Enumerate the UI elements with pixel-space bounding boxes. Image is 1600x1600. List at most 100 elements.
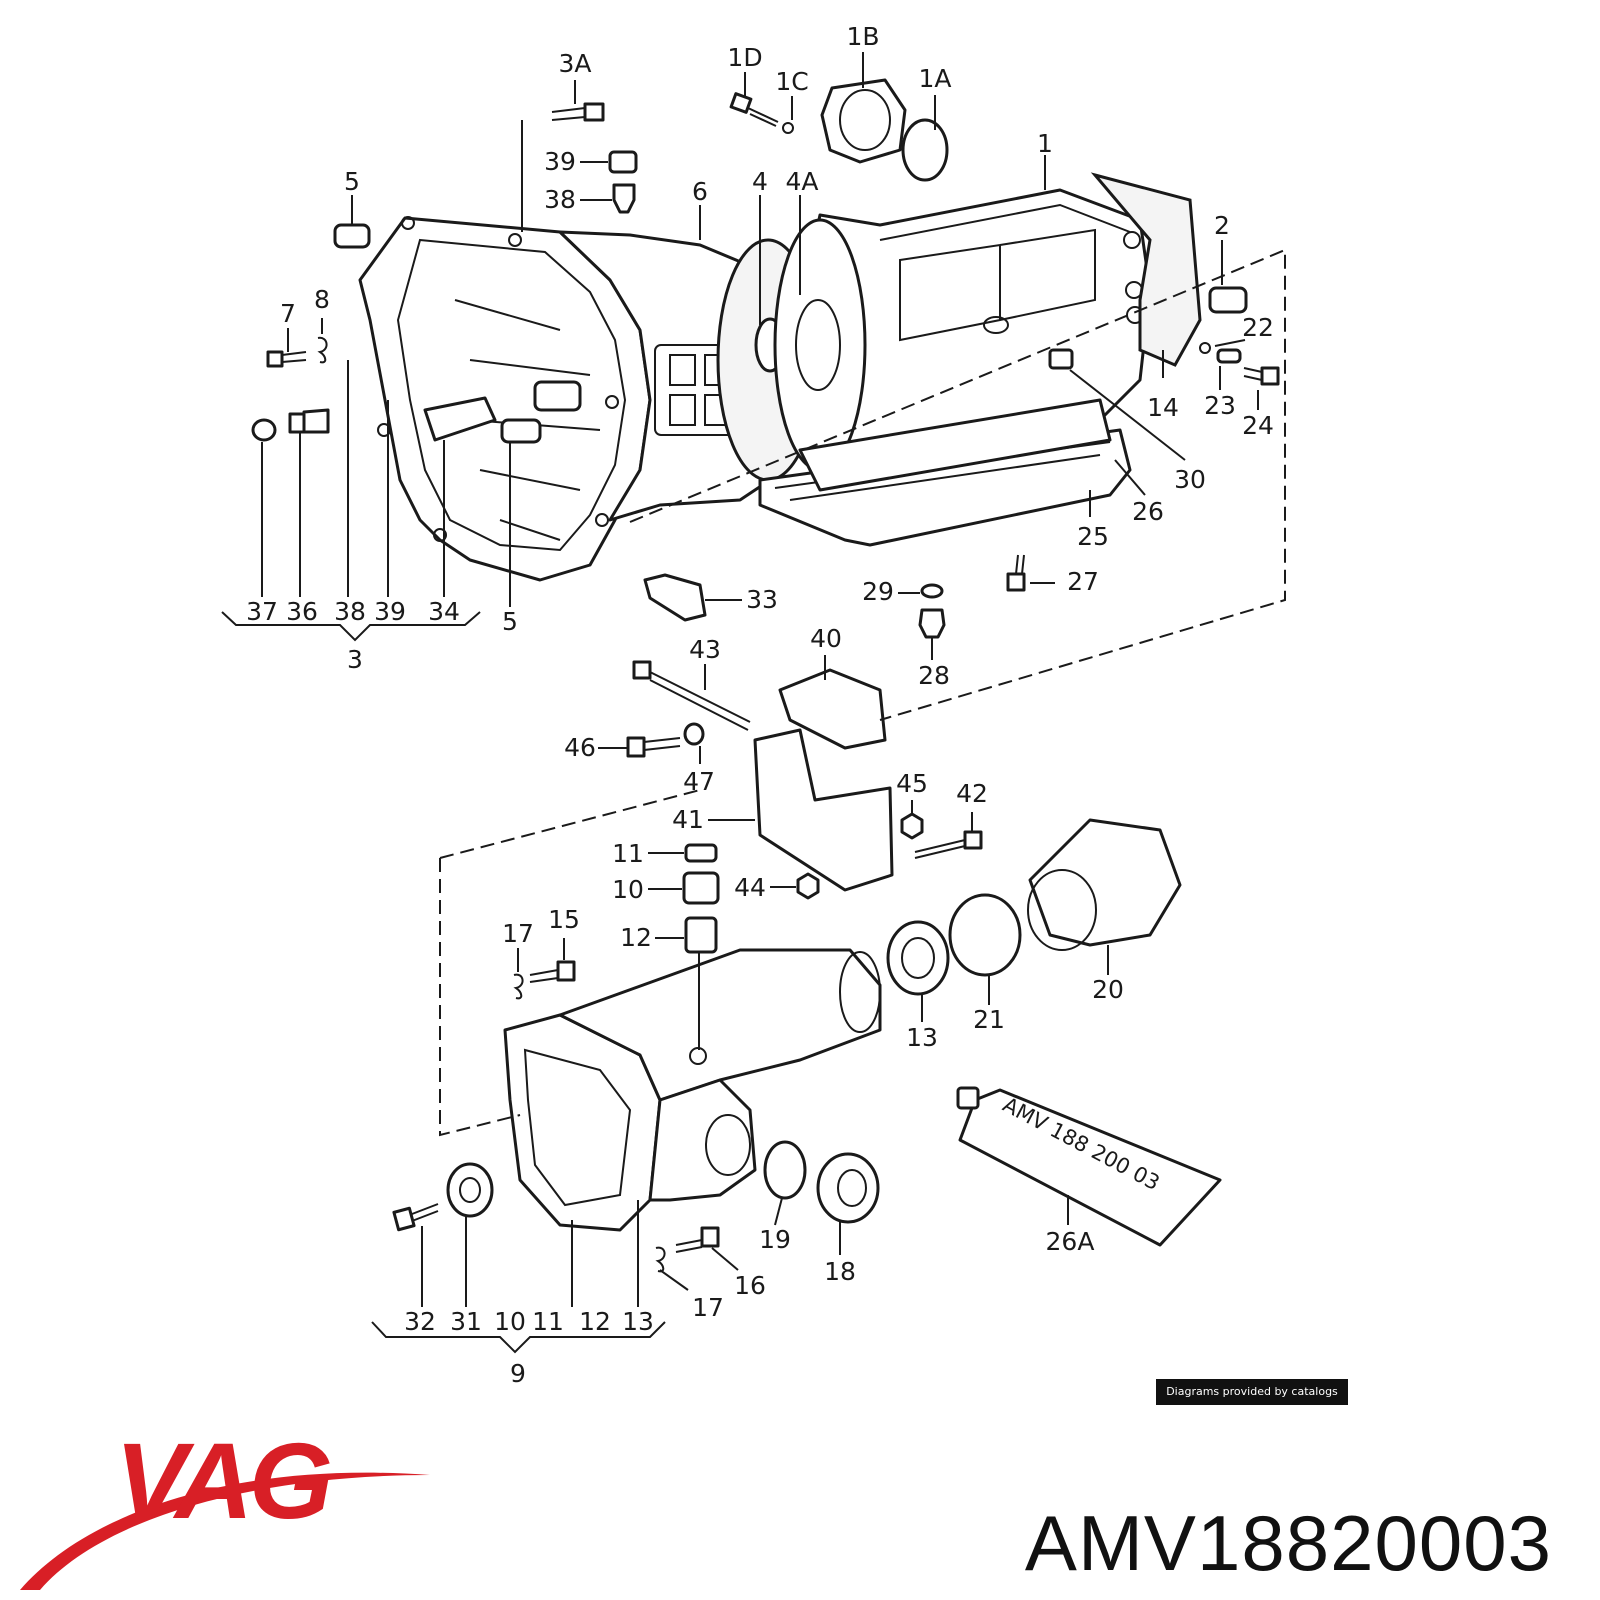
bolt-1D [729, 92, 779, 127]
label-2: 2 [1214, 211, 1230, 240]
clip-17-top [513, 973, 524, 1000]
label-34: 34 [428, 597, 460, 626]
bolt-43 [632, 660, 751, 731]
label-44: 44 [734, 873, 766, 902]
outline-upper [629, 248, 1286, 721]
o-ring-19 [763, 1140, 807, 1200]
transmission-case [773, 188, 1152, 472]
cap-37 [251, 418, 277, 442]
logo-text: VAG [115, 1420, 330, 1541]
sleeve-5-top [333, 223, 371, 249]
bush-10 [682, 871, 720, 905]
side-gasket-14 [1090, 172, 1202, 367]
label-3: 3 [347, 645, 363, 674]
extension-housing [503, 948, 882, 1232]
bush-11 [684, 843, 718, 863]
label-16: 16 [734, 1271, 766, 1300]
bolt-7 [266, 350, 307, 368]
label-1D: 1D [727, 43, 762, 72]
label-10-bottom: 10 [494, 1307, 526, 1336]
flange-18 [816, 1152, 880, 1224]
label-4: 4 [752, 167, 768, 196]
label-45: 45 [896, 769, 928, 798]
label-41: 41 [672, 805, 704, 834]
washer-47 [683, 722, 705, 746]
clip-17-bottom [655, 1246, 666, 1273]
sleeve-2 [1208, 286, 1248, 314]
label-39-top: 39 [544, 147, 576, 176]
housing-body [558, 230, 772, 522]
bolt-16 [675, 1226, 720, 1253]
label-12-top: 12 [620, 923, 652, 952]
washer-1C [782, 122, 794, 134]
plug-36 [288, 408, 330, 434]
nut-44 [796, 872, 820, 900]
label-17-bottom: 17 [692, 1293, 724, 1322]
label-10-top: 10 [612, 875, 644, 904]
part-number: AMV18820003 [1024, 1499, 1552, 1587]
label-39-bottom: 39 [374, 597, 406, 626]
label-47: 47 [683, 767, 715, 796]
label-4A: 4A [785, 167, 818, 196]
label-40: 40 [810, 624, 842, 653]
leader-lines [221, 52, 1259, 1354]
o-ring-1A [901, 118, 949, 182]
label-3A: 3A [558, 49, 591, 78]
label-5-bottom: 5 [502, 607, 518, 636]
bolt-46 [626, 736, 681, 758]
bearing-31 [446, 1162, 494, 1218]
sleeve-5-low [500, 418, 542, 444]
grease-tube-26A [956, 1086, 1222, 1247]
oil-pan [758, 398, 1132, 547]
label-36: 36 [286, 597, 318, 626]
bolt-42 [914, 830, 983, 859]
label-18: 18 [824, 1257, 856, 1286]
cap-39 [608, 150, 638, 174]
label-21: 21 [973, 1005, 1005, 1034]
label-1A: 1A [918, 64, 951, 93]
label-38-top: 38 [544, 185, 576, 214]
bolt-3A [551, 102, 605, 122]
label-19: 19 [759, 1225, 791, 1254]
label-30: 30 [1174, 465, 1206, 494]
logo-swoosh [20, 1472, 430, 1590]
seal-13 [886, 920, 950, 996]
label-31: 31 [450, 1307, 482, 1336]
label-37: 37 [246, 597, 278, 626]
label-23: 23 [1204, 391, 1236, 420]
clamp-21 [948, 893, 1022, 977]
label-13-top: 13 [906, 1023, 938, 1052]
sleeve-34 [423, 396, 497, 442]
label-12-bottom: 12 [579, 1307, 611, 1336]
label-1: 1 [1037, 129, 1053, 158]
label-7: 7 [280, 299, 296, 328]
boot-20 [1027, 818, 1182, 951]
label-24: 24 [1242, 411, 1274, 440]
label-26: 26 [1132, 497, 1164, 526]
label-43: 43 [689, 635, 721, 664]
washer-22 [1199, 342, 1211, 354]
sensor-33 [643, 573, 707, 622]
spring-23 [1216, 348, 1242, 364]
label-29: 29 [862, 577, 894, 606]
label-5-top: 5 [344, 167, 360, 196]
washer-29 [920, 583, 944, 599]
bolt-15 [529, 960, 576, 983]
label-27: 27 [1067, 567, 1099, 596]
label-32: 32 [404, 1307, 436, 1336]
label-11-bottom: 11 [532, 1307, 564, 1336]
label-17-top: 17 [502, 919, 534, 948]
label-13-bottom: 13 [622, 1307, 654, 1336]
label-15: 15 [548, 905, 580, 934]
bracket-41 [753, 728, 894, 892]
label-25: 25 [1077, 522, 1109, 551]
label-11-top: 11 [612, 839, 644, 868]
drain-plug-28 [918, 608, 946, 639]
sleeve-39 [533, 380, 582, 412]
bolt-32 [392, 1203, 439, 1232]
label-1C: 1C [775, 67, 808, 96]
plug-30 [1048, 348, 1074, 370]
nut-45 [900, 812, 924, 840]
label-9: 9 [510, 1359, 526, 1388]
